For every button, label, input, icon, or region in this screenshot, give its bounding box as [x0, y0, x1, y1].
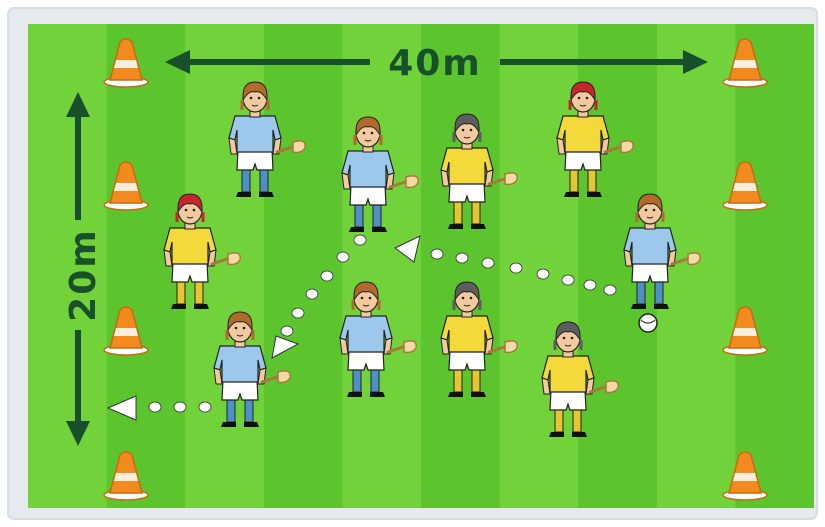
height-label: 20m: [63, 228, 104, 322]
sliotar-icon: [639, 314, 657, 332]
pitch-stripe: [342, 24, 422, 508]
width-label: 40m: [388, 43, 482, 84]
pitch-stripe: [264, 24, 344, 508]
pitch: [28, 24, 815, 508]
pitch-stripe: [735, 24, 815, 508]
